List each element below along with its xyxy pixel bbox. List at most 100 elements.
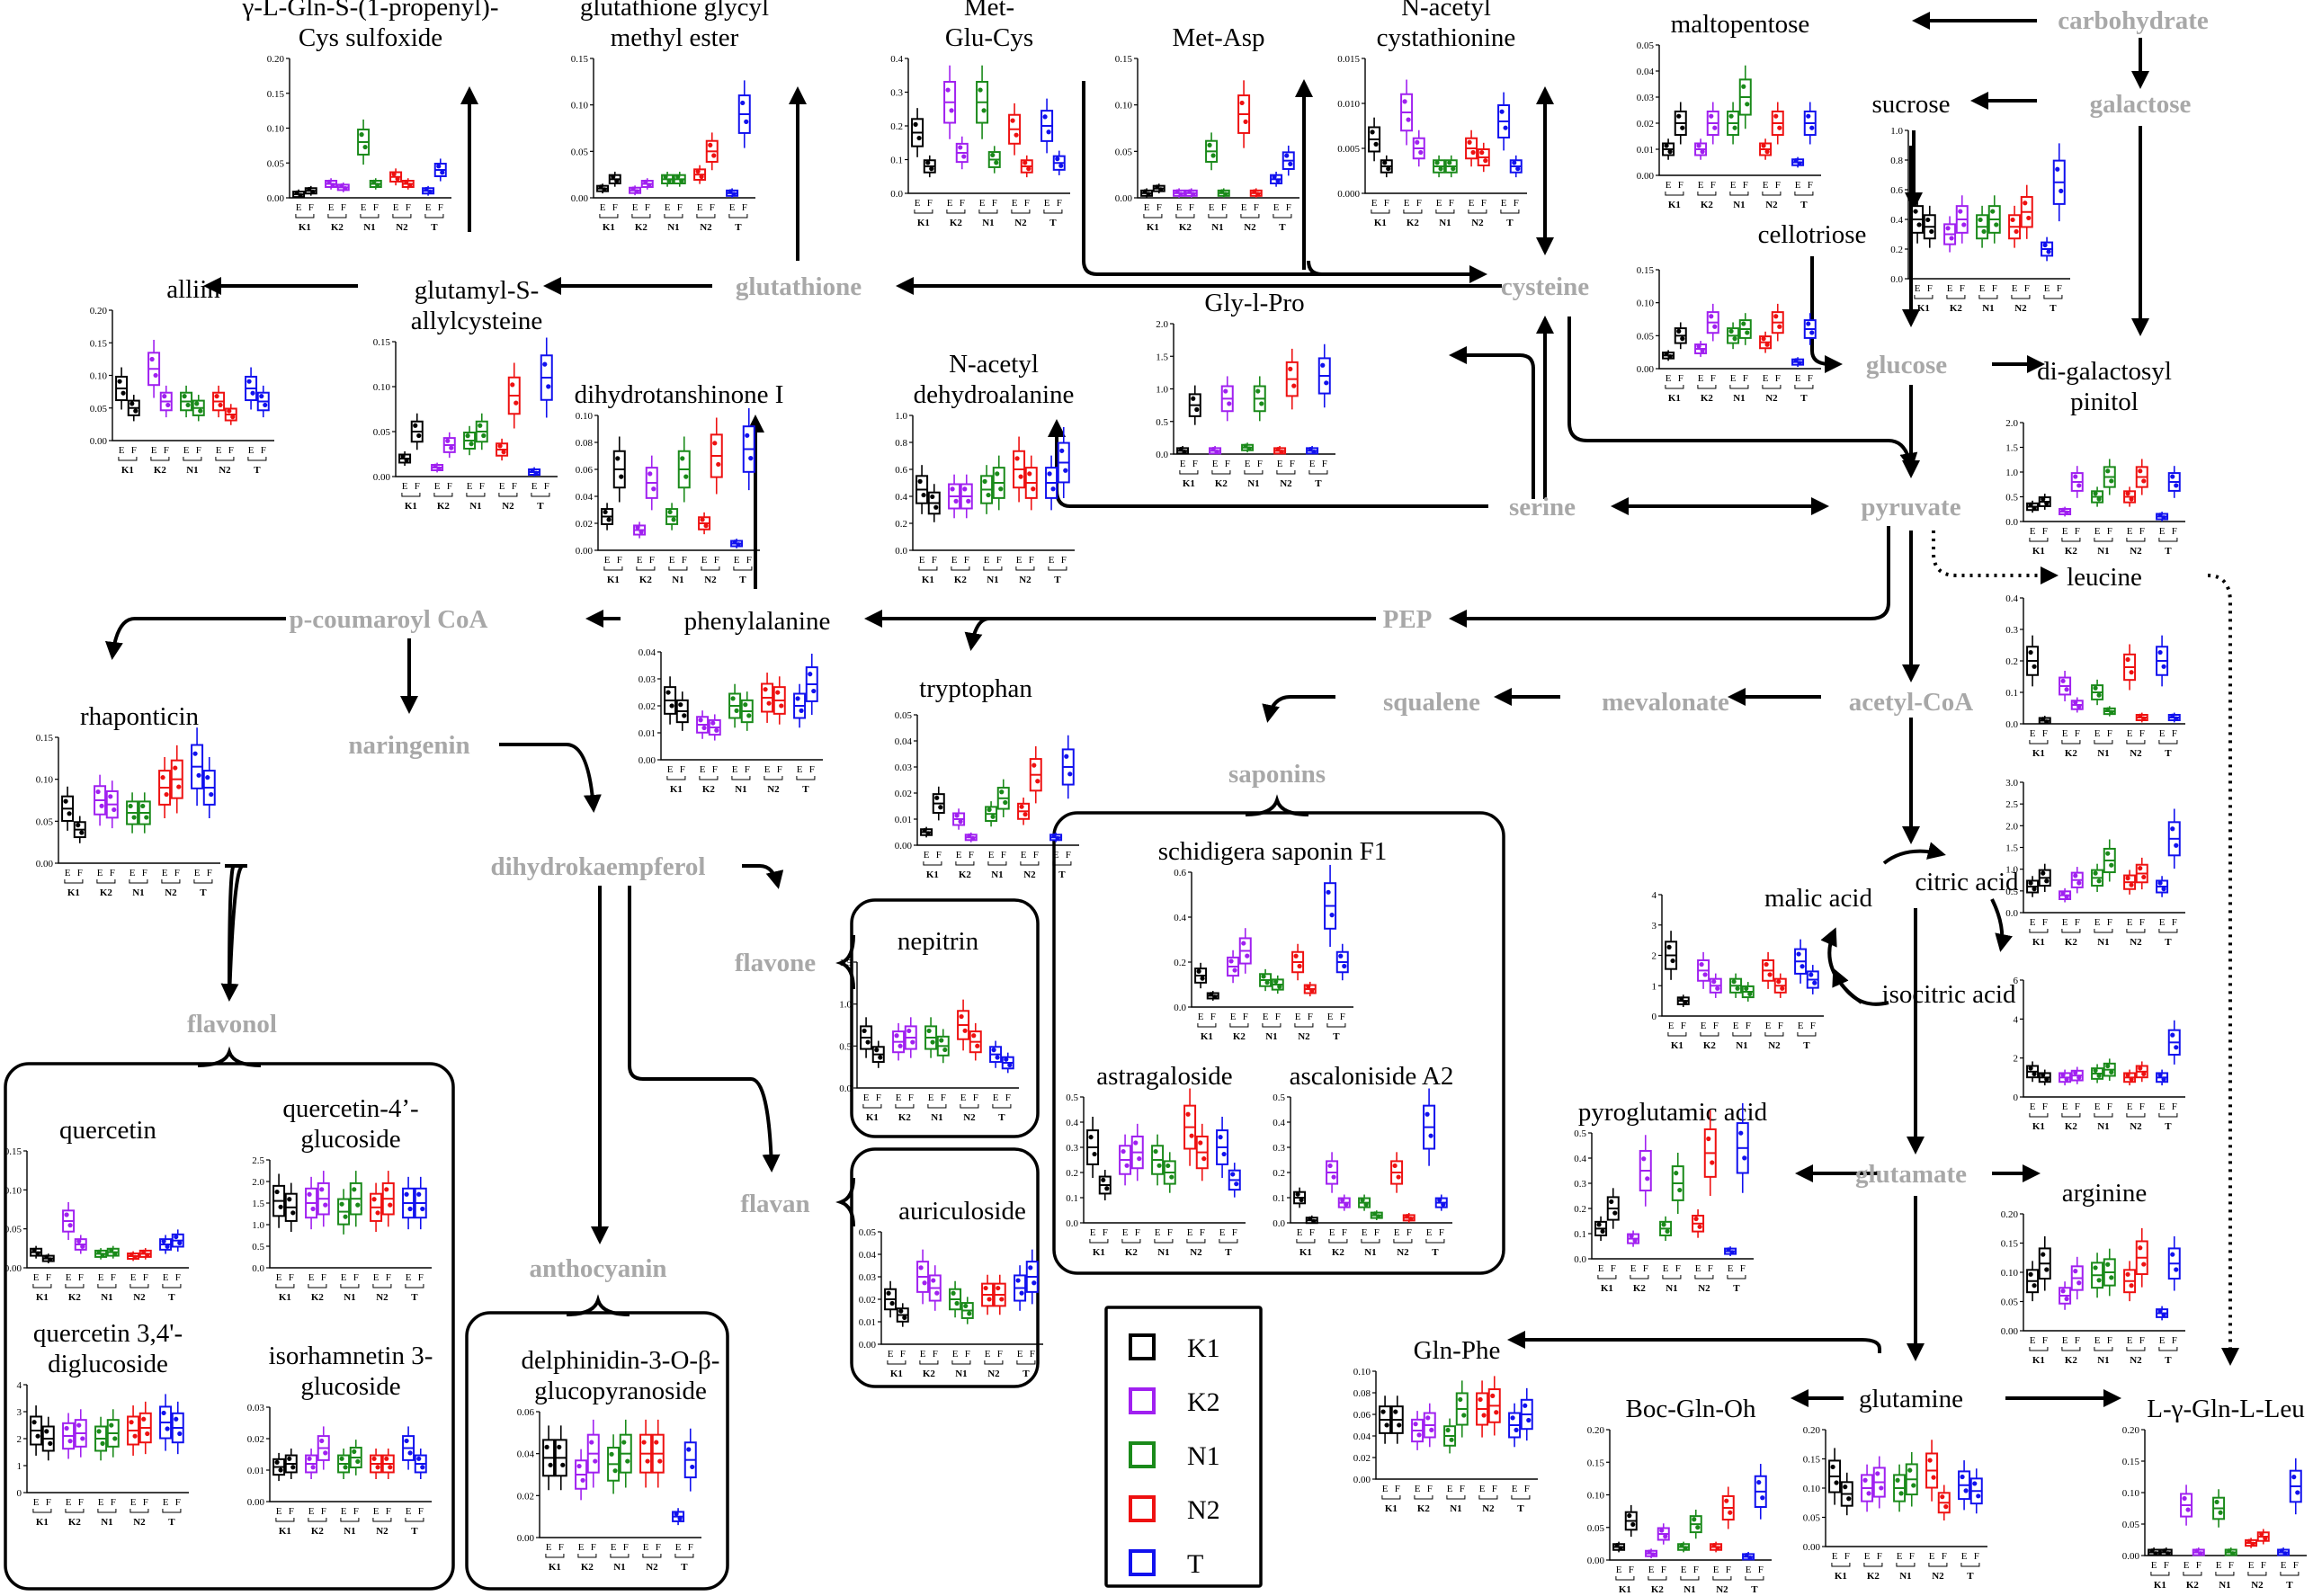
data-point	[174, 1416, 179, 1422]
data-point	[2157, 649, 2163, 655]
data-point	[1630, 1521, 1636, 1528]
pair-label: F	[777, 764, 782, 775]
y-tick-label: 0.04	[1353, 1431, 1371, 1442]
pathway-arrows	[104, 12, 2239, 1407]
pair-label: F	[1778, 1021, 1783, 1031]
pair-label: F	[1024, 198, 1030, 209]
pair-label: F	[1710, 180, 1716, 191]
data-point	[1064, 753, 1069, 759]
pair-label: F	[2075, 728, 2080, 739]
data-point	[145, 1253, 150, 1258]
data-point	[177, 1240, 183, 1245]
data-point	[1210, 446, 1216, 452]
data-point	[682, 713, 687, 718]
y-tick-label: 0.03	[859, 1272, 877, 1283]
group-label: T	[1279, 222, 1286, 233]
group-bracket	[129, 879, 148, 884]
y-tick-label: 0.00	[571, 193, 589, 204]
data-point	[1246, 446, 1252, 451]
y-tick-label: 0.8	[1890, 156, 1903, 166]
group-label: N1	[1157, 1247, 1169, 1258]
data-point	[1797, 361, 1802, 366]
group-label: K2	[1701, 393, 1714, 404]
group-label: T	[739, 575, 746, 585]
group-label: N1	[1736, 1040, 1747, 1051]
pair-label: E	[1297, 1227, 1303, 1238]
pair-label: F	[46, 1272, 51, 1283]
data-point	[2032, 664, 2037, 669]
group-bracket	[1361, 1239, 1380, 1244]
group-label: N2	[987, 1369, 1000, 1379]
data-point	[2041, 1252, 2046, 1257]
chart-axes	[1658, 270, 1821, 370]
data-point	[404, 1191, 409, 1197]
data-point	[2109, 1069, 2114, 1074]
y-tick-label: 0.05	[1587, 1523, 1605, 1534]
chart-axes	[112, 310, 274, 441]
group-bracket	[1762, 385, 1782, 389]
pair-label: F	[2139, 728, 2145, 739]
data-point	[1514, 1427, 1519, 1432]
data-point	[1397, 1422, 1402, 1428]
pair-label: E	[632, 202, 639, 213]
pair-label: F	[1290, 459, 1295, 469]
pair-label: E	[729, 202, 736, 213]
data-point	[121, 390, 126, 396]
group-bracket	[1732, 1032, 1752, 1037]
chart-isorhamnetin: isorhamnetin 3-glucoside0.000.010.020.03…	[247, 1342, 433, 1537]
data-point	[1212, 994, 1218, 1000]
data-point	[2028, 649, 2033, 655]
y-tick-label: 2.0	[1156, 319, 1168, 330]
y-tick-label: 0.01	[639, 728, 656, 739]
pair-label: E	[183, 445, 190, 456]
group-label: K2	[311, 1292, 325, 1303]
y-tick-label: 0.02	[1637, 119, 1654, 129]
group-bracket	[701, 566, 720, 571]
y-tick-label: 0.05	[4, 1225, 22, 1235]
data-point	[2125, 1271, 2130, 1277]
data-point	[641, 1440, 647, 1445]
group-label: N1	[1683, 1584, 1695, 1595]
pair-label: F	[941, 1092, 946, 1103]
pair-label: F	[228, 445, 234, 456]
y-tick-label: 0.00	[1637, 171, 1655, 182]
chart-title: di-galactosyl	[2037, 357, 2172, 386]
data-point	[117, 379, 122, 384]
chart-delphinidin: delphinidin-3-O-β-glucopyranoside0.000.0…	[517, 1346, 720, 1573]
y-tick-label: 0.6	[1174, 868, 1186, 878]
data-point	[132, 1254, 138, 1260]
chart-axes	[395, 342, 558, 477]
group-label: K1	[1299, 1247, 1312, 1258]
data-point	[214, 394, 219, 399]
data-point	[2162, 1548, 2167, 1554]
data-point	[1627, 1513, 1632, 1519]
chart-title: Cys sulfoxide	[299, 23, 442, 52]
data-point	[712, 441, 718, 446]
data-point	[635, 524, 640, 531]
data-point	[1961, 222, 1967, 227]
pair-label: F	[1974, 1551, 1979, 1562]
data-point	[76, 1238, 82, 1244]
data-point	[665, 690, 671, 695]
group-label: N2	[1765, 393, 1778, 404]
pair-label: E	[216, 445, 222, 456]
y-tick-label: 0.15	[2001, 1239, 2019, 1250]
data-point	[2161, 1076, 2166, 1082]
group-bracket	[65, 1284, 85, 1288]
data-point	[2073, 474, 2078, 479]
data-point	[1744, 985, 1749, 991]
y-tick-label: 0.02	[576, 519, 593, 530]
y-tick-label: 0.4	[1273, 1118, 1285, 1128]
data-point	[1255, 192, 1261, 197]
data-point	[2182, 1495, 2187, 1502]
data-point	[1702, 972, 1708, 977]
group-label: N2	[1280, 478, 1292, 489]
data-point	[1245, 953, 1250, 958]
y-tick-label: 0.10	[1637, 299, 1655, 309]
data-point	[678, 702, 683, 708]
data-point	[2157, 513, 2163, 518]
data-point	[625, 1458, 630, 1464]
group-label: K2	[954, 575, 968, 585]
